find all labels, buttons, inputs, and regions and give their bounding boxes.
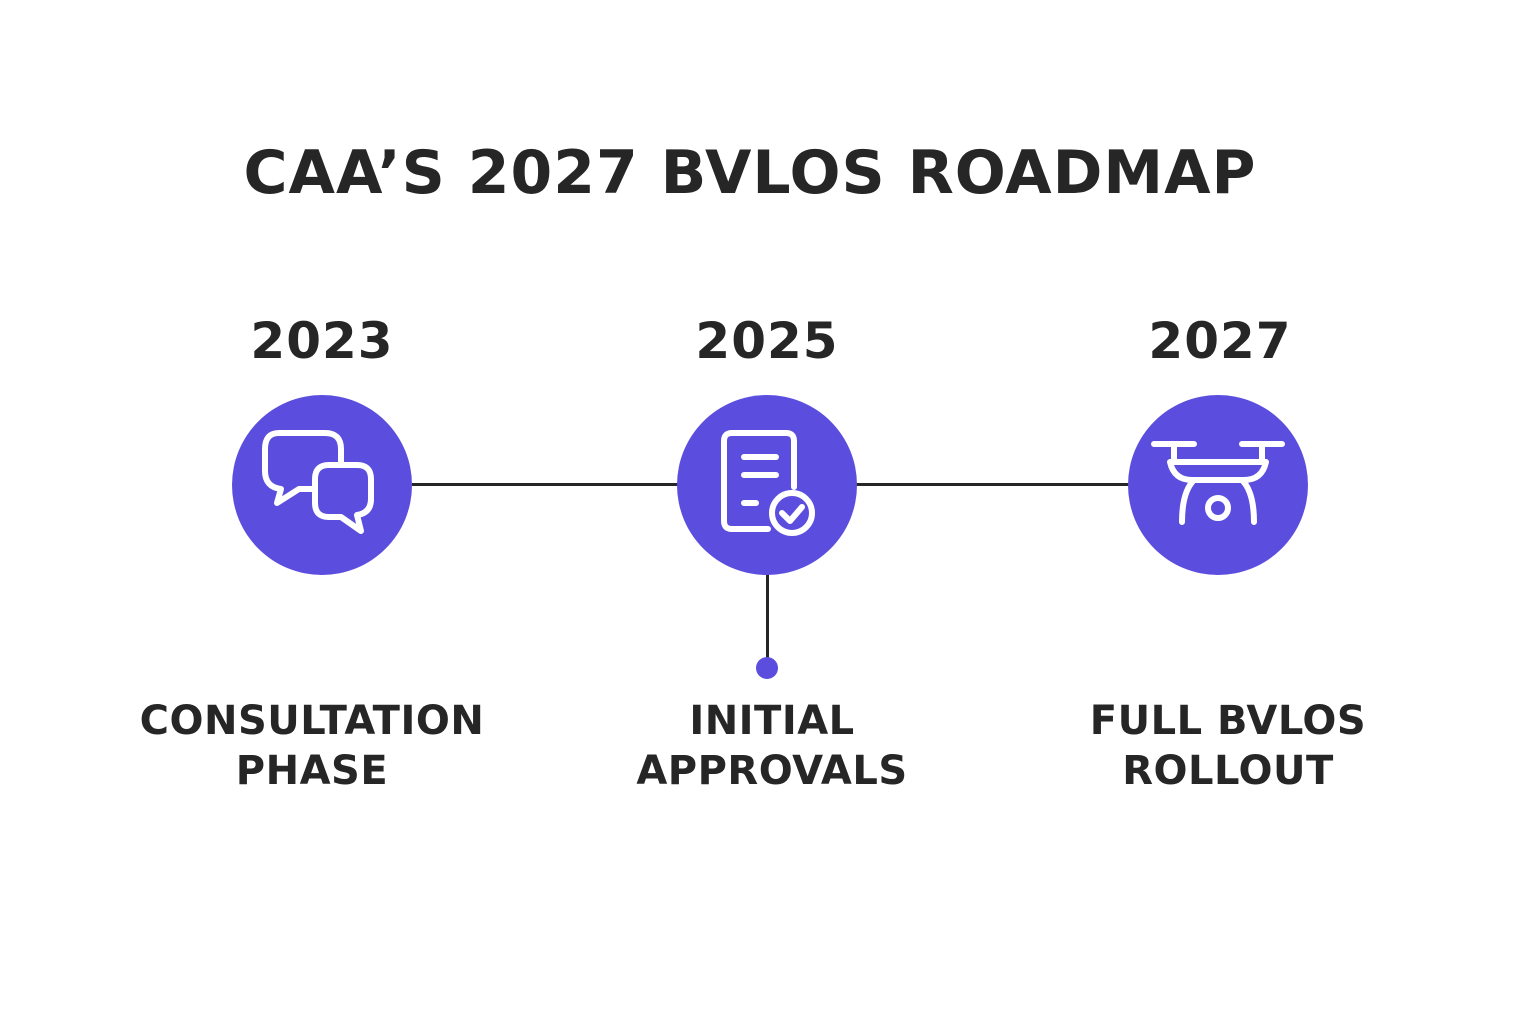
milestone-year-2027: 2027 (1148, 312, 1292, 370)
timeline-connector-1 (412, 483, 678, 486)
document-check-icon (721, 430, 815, 536)
timeline-connector-2 (856, 483, 1130, 486)
diagram-title: CAA’S 2027 BVLOS ROADMAP (243, 138, 1257, 208)
timeline-stem (766, 572, 769, 666)
milestone-label-3-line-1: FULL BVLOS (1089, 698, 1367, 744)
milestone-label-1-line-1: CONSULTATION (139, 698, 485, 744)
timeline-stem-dot (756, 657, 778, 679)
drone-icon (1151, 441, 1285, 525)
milestone-label-3-line-2: ROLLOUT (1122, 748, 1334, 794)
chat-bubbles-icon (262, 430, 374, 534)
milestone-circle-1 (232, 395, 412, 575)
milestone-year-2023: 2023 (250, 312, 394, 370)
milestone-circle-3 (1128, 395, 1308, 575)
milestone-label-2-line-2: APPROVALS (636, 748, 908, 794)
milestone-label-1: CONSULTATION PHASE (122, 696, 502, 796)
milestone-circle-2 (677, 395, 857, 575)
milestone-year-2025: 2025 (695, 312, 839, 370)
milestone-label-2: INITIAL APPROVALS (582, 696, 962, 796)
milestone-label-1-line-2: PHASE (235, 748, 389, 794)
milestone-label-2-line-1: INITIAL (689, 698, 855, 744)
milestone-label-3: FULL BVLOS ROLLOUT (1038, 696, 1418, 796)
